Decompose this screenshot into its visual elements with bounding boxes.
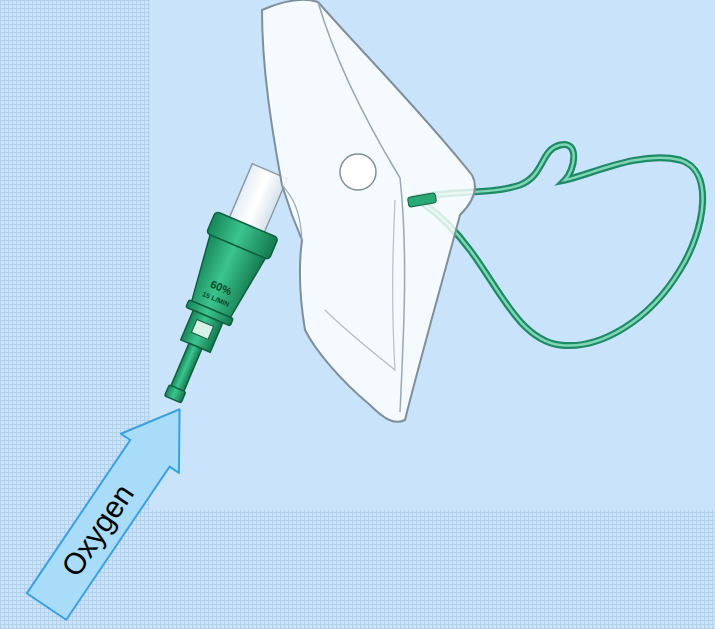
mask-rim [325,200,395,370]
grid-band [150,510,715,629]
mask-port [282,185,302,240]
strap-anchor [407,193,436,208]
face-mask [262,0,475,422]
mask-rim [318,2,405,412]
venturi-adapter [142,158,301,413]
exhalation-port [340,154,376,190]
